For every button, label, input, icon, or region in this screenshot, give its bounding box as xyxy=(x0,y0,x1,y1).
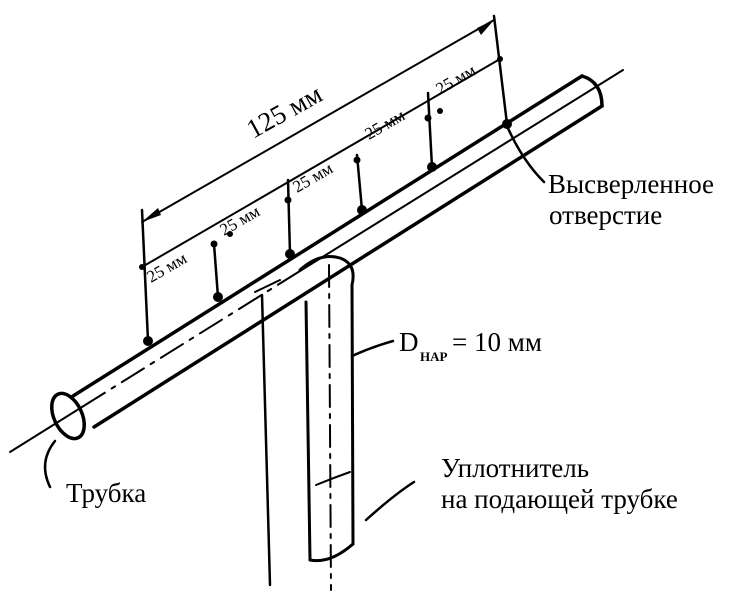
drilled-hole-label-line2: отверстие xyxy=(549,200,662,230)
segment-dimension-line xyxy=(139,56,503,270)
diameter-subscript: НАР xyxy=(420,349,448,364)
segment-label-4: 25 мм xyxy=(362,106,409,144)
total-dimension-line xyxy=(141,19,495,223)
diameter-value: = 10 мм xyxy=(452,327,542,357)
segment-label-5: 25 мм xyxy=(433,61,480,99)
segment-label-2: 25 мм xyxy=(217,202,264,240)
segment-label-3: 25 мм xyxy=(290,159,337,197)
drilled-hole-label-line1: Высверленное xyxy=(548,169,714,199)
seal-label-line2: на подающей трубке xyxy=(441,484,678,514)
total-length-label: 125 мм xyxy=(241,79,327,145)
feeding-tube xyxy=(298,255,355,591)
extension-lines xyxy=(140,14,509,343)
leader-lines xyxy=(43,124,546,522)
tube-label: Трубка xyxy=(66,478,146,508)
horizontal-tube xyxy=(50,74,604,441)
tube-axis-line xyxy=(9,69,624,453)
segment-label-1: 25 мм xyxy=(144,249,191,287)
diameter-symbol: D xyxy=(399,327,419,357)
seal-label-line1: Уплотнитель xyxy=(441,453,589,483)
feeding-tube-dimension-line xyxy=(254,279,281,587)
